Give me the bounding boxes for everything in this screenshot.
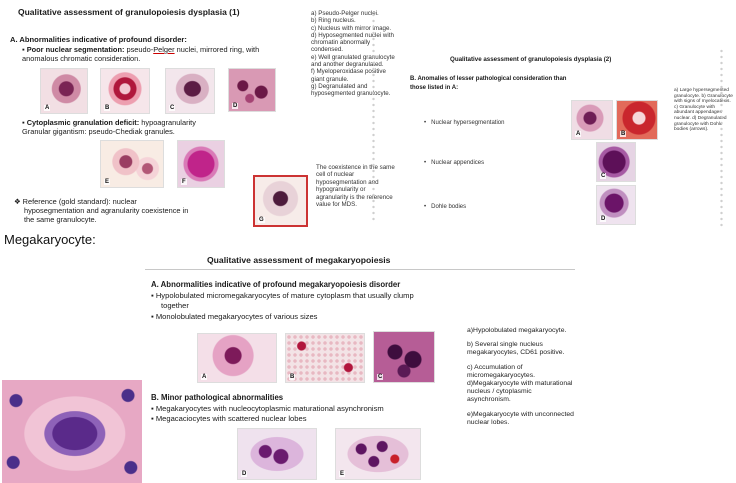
slide-2-legend: a) Large hypersegmented granulocyte. b) … <box>674 88 733 133</box>
title-divider <box>145 269 575 270</box>
item-text: Monolobulated megakaryocytes of various … <box>155 312 318 321</box>
legend-item: f) Myeloperoxidase positive giant granul… <box>311 68 386 83</box>
section-a-heading: A. Abnormalities indicative of profound … <box>10 35 187 44</box>
image-label: C <box>600 173 607 179</box>
cell-image-2c: C <box>596 142 636 182</box>
section-a-heading: A. Abnormalities indicative of profound … <box>151 280 401 289</box>
b-item-1: ▪ Megakaryocytes with nucleocytoplasmic … <box>151 404 384 413</box>
bullet-granulation-deficit: ▪ Cytoplasmic granulation deficit: hypoa… <box>22 118 196 127</box>
image-label: E <box>104 179 111 185</box>
decorative-dots <box>720 48 723 228</box>
legend-item: g) Degranulated and hyposegmented granul… <box>311 82 391 98</box>
section-b-heading: B. Anomalies of lesser pathological cons… <box>410 76 567 82</box>
a-item-1-cont: together <box>161 301 189 310</box>
item-text: Hypolobulated micromegakaryocytes of mat… <box>155 291 414 300</box>
megakaryocyte-label: Megakaryocyte: <box>4 232 96 247</box>
legend-item: a)Hypolobulated megakaryocyte. <box>467 327 567 334</box>
bullet-text: hypoagranularity <box>139 118 196 127</box>
reference-line-2: hyposegmentation and agranularity coexis… <box>24 206 189 215</box>
bullet-text: pseudo- <box>124 45 154 54</box>
slide-3-legend: a)Hypolobulated megakaryocyte. b) Severa… <box>467 327 575 433</box>
cell-image-b: B <box>100 68 150 114</box>
cell-image-2a: A <box>571 100 613 140</box>
legend-item: c) Accumulation of micromegakaryocytes. <box>467 363 535 379</box>
mk-image-e: E <box>335 428 421 480</box>
image-label: B <box>104 105 111 111</box>
item-label: Nuclear hypersegmentation <box>431 120 505 126</box>
granulopoiesis-slide-1: Qualitative assessment of granulopoiesis… <box>0 0 398 228</box>
image-label: A <box>201 374 208 380</box>
cell-image-d: D <box>228 68 276 112</box>
reference-line-1: ❖ Reference (gold standard): nuclear <box>14 197 137 206</box>
legend-item: e)Megakaryocyte with unconnected nuclear… <box>467 410 574 426</box>
mk-image-d: D <box>237 428 317 480</box>
image-label: B <box>620 131 627 137</box>
item-label: Dohle bodies <box>431 204 467 210</box>
cell-image-2d: D <box>596 185 636 225</box>
mk-image-a: A <box>197 333 277 383</box>
image-label: D <box>232 103 239 109</box>
bullet-poor-segmentation: ▪ Poor nuclear segmentation: pseudo-Pelg… <box>22 45 260 54</box>
slide-3-title: Qualitative assessment of megakaryopoies… <box>207 255 391 265</box>
slide-1-legend: a) Pseudo-Pelger nuclei. b) Ring nucleus… <box>311 10 397 98</box>
image-label: E <box>339 471 346 477</box>
bullet-bold: Poor nuclear segmentation: <box>26 45 125 54</box>
slide-1-title: Qualitative assessment of granulopoiesis… <box>18 7 240 17</box>
bullet-granulation-line2: Granular gigantism: pseudo-Chediak granu… <box>22 127 175 136</box>
megakaryocyte-photo <box>2 380 142 483</box>
image-label: G <box>258 217 265 223</box>
cell-image-a: A <box>40 68 88 114</box>
bullet-rest: nuclei, mirrored ring, with <box>174 45 260 54</box>
image-label: A <box>575 131 582 137</box>
section-b-heading-line2: those listed in A: <box>410 85 459 91</box>
item-appendices: • Nuclear appendices <box>424 160 485 166</box>
bullet-poor-segmentation-line2: anomalous chromatic consideration. <box>22 54 141 63</box>
slide-1-note: The coexistence in the same cell of nucl… <box>316 164 395 209</box>
slide-2-title: Qualitative assessment of granulopoiesis… <box>450 56 612 63</box>
image-label: B <box>289 374 296 380</box>
megakaryopoiesis-slide: Qualitative assessment of megakaryopoies… <box>145 245 575 483</box>
legend-item: b) Ring nucleus. <box>311 17 356 25</box>
a-item-2: ▪ Monolobulated megakaryocytes of variou… <box>151 312 318 321</box>
item-hypersegmentation: • Nuclear hypersegmentation <box>424 120 505 126</box>
item-text: Megacaciocytes with scattered nuclear lo… <box>155 414 307 423</box>
image-label: F <box>181 179 187 185</box>
image-label: C <box>169 105 176 111</box>
reference-line-3: the same granulocyte. <box>24 215 97 224</box>
legend-item: b) Several single nucleus megakaryocytes… <box>467 341 565 357</box>
item-dohle-bodies: • Dohle bodies <box>424 204 467 210</box>
mk-image-b: B <box>285 333 365 383</box>
image-label: D <box>241 471 248 477</box>
bullet-bold: Cytoplasmic granulation deficit: <box>26 118 140 127</box>
legend-item: d) Hyposegmented nuclei with chromatin a… <box>311 31 394 54</box>
cell-image-2b: B <box>616 100 658 140</box>
item-text: Megakaryocytes with nucleocytoplasmic ma… <box>155 404 384 413</box>
decorative-dots <box>372 12 375 222</box>
cell-image-e: E <box>100 140 164 188</box>
legend-item: c) Nucleus with mirror image. <box>311 24 392 32</box>
granulopoiesis-slide-2: Qualitative assessment of granulopoiesis… <box>404 48 736 230</box>
image-label: D <box>600 216 607 222</box>
cell-image-g: G <box>253 175 308 227</box>
image-label: A <box>44 105 51 111</box>
a-item-1: ▪ Hypolobulated micromegakaryocytes of m… <box>151 291 414 300</box>
legend-item: a) Pseudo-Pelger nuclei. <box>311 10 379 17</box>
item-label: Nuclear appendices <box>431 160 485 166</box>
cell-image-c: C <box>165 68 215 114</box>
legend-item: d)Megakaryocyte with maturational nucleu… <box>467 380 573 404</box>
cell-image-f: F <box>177 140 225 188</box>
image-label: C <box>377 374 384 380</box>
pelger-word: Pelger <box>153 45 175 54</box>
legend-item: e) Well granulated granulocyte and anoth… <box>311 53 395 69</box>
b-item-2: ▪ Megacaciocytes with scattered nuclear … <box>151 414 307 423</box>
section-b-heading: B. Minor pathological abnormalities <box>151 393 284 402</box>
mk-image-c: C <box>373 331 435 383</box>
